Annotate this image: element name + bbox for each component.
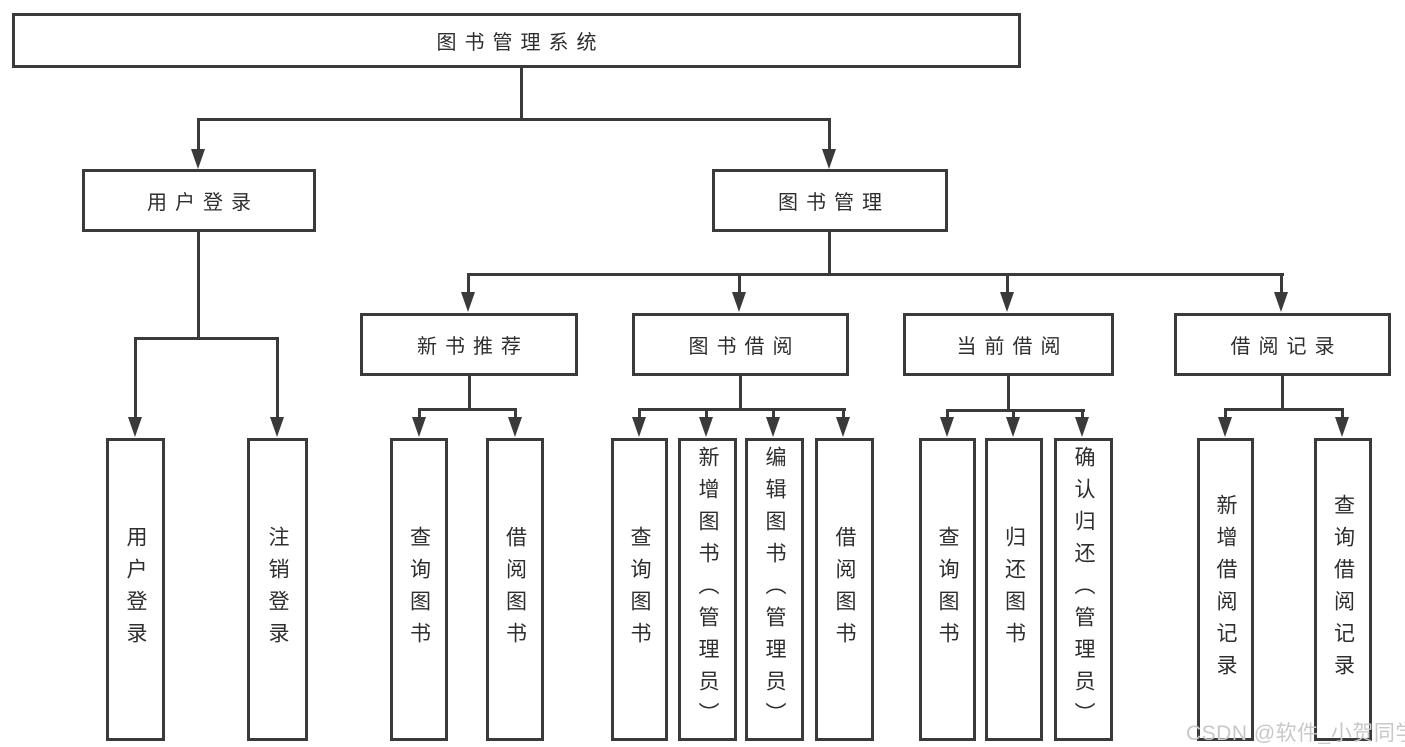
- arrow-down-icon: [1218, 417, 1232, 437]
- connector-borrow-bar: [638, 408, 846, 411]
- leaf-recommend-borrow-book: 借阅图书: [486, 438, 544, 741]
- connector-record-drop-1: [1224, 408, 1227, 420]
- leaf-recommend-borrow-book-label: 借阅图书: [503, 525, 527, 654]
- arrow-down-icon: [836, 417, 850, 437]
- connector-record-trunk: [1281, 376, 1284, 411]
- leaf-logout-label: 注销登录: [266, 525, 289, 654]
- node-borrow-record: 借阅记录: [1174, 313, 1391, 376]
- connector-record-drop-2: [1341, 408, 1344, 420]
- node-current-borrow-label: 当前借阅: [956, 336, 1069, 358]
- leaf-borrow-query-book-label: 查询图书: [628, 525, 651, 654]
- leaf-current-query-book-label: 查询图书: [936, 525, 959, 654]
- leaf-return-book-label: 归还图书: [1002, 525, 1026, 654]
- connector-current-drop-2: [1012, 409, 1015, 420]
- connector-root-trunk: [520, 66, 523, 118]
- leaf-recommend-query-book: 查询图书: [390, 438, 448, 741]
- arrow-down-icon: [128, 417, 142, 437]
- node-library-system: 图书管理系统: [12, 13, 1021, 68]
- leaf-borrow-query-book: 查询图书: [611, 438, 668, 741]
- node-book-management-label: 图书管理: [778, 192, 890, 214]
- leaf-edit-book-admin: 编辑图书（管理员）: [745, 438, 804, 741]
- connector-borrow-drop-3: [772, 408, 775, 420]
- leaf-borrow-borrow-book: 借阅图书: [815, 438, 874, 741]
- connector-root-drop-left: [197, 118, 200, 152]
- leaf-edit-book-admin-label: 编辑图书（管理员）: [763, 445, 786, 734]
- arrow-down-icon: [461, 292, 475, 312]
- connector-root-bar: [197, 118, 831, 121]
- node-library-system-label: 图书管理系统: [436, 32, 605, 54]
- leaf-user-login-label: 用户登录: [124, 525, 147, 654]
- connector-recommend-bar: [418, 408, 517, 411]
- leaf-add-borrow-record-label: 新增借阅记录: [1214, 493, 1237, 686]
- connector-bookmgmt-drop-3: [1006, 273, 1009, 294]
- leaf-query-borrow-record: 查询借阅记录: [1314, 438, 1372, 741]
- connector-bookmgmt-trunk: [828, 232, 831, 276]
- arrow-down-icon: [1006, 417, 1020, 437]
- arrow-down-icon: [1335, 417, 1349, 437]
- node-book-management: 图书管理: [712, 169, 948, 232]
- arrow-down-icon: [822, 149, 836, 169]
- connector-recommend-drop-2: [514, 408, 517, 420]
- connector-userlogin-drop-1: [134, 337, 137, 419]
- leaf-logout: 注销登录: [247, 438, 308, 741]
- connector-record-bar: [1224, 408, 1344, 411]
- arrow-down-icon: [412, 417, 426, 437]
- arrow-down-icon: [766, 417, 780, 437]
- connector-userlogin-drop-2: [276, 337, 279, 419]
- arrow-down-icon: [191, 149, 205, 169]
- connector-borrow-drop-2: [705, 408, 708, 420]
- arrow-down-icon: [508, 417, 522, 437]
- connector-userlogin-bar: [134, 337, 279, 340]
- leaf-recommend-query-book-label: 查询图书: [407, 525, 431, 654]
- leaf-current-query-book: 查询图书: [919, 438, 976, 741]
- connector-bookmgmt-bar: [467, 273, 1284, 276]
- leaf-confirm-return-admin-label: 确认归还（管理员）: [1072, 445, 1095, 734]
- watermark-text: CSDN @软件_小贺同学: [1186, 722, 1405, 745]
- connector-bookmgmt-drop-1: [467, 273, 470, 294]
- connector-bookmgmt-drop-2: [738, 273, 741, 294]
- leaf-add-book-admin-label: 新增图书（管理员）: [696, 445, 719, 734]
- connector-borrow-trunk: [739, 376, 742, 411]
- arrow-down-icon: [1000, 292, 1014, 312]
- connector-current-drop-1: [946, 409, 949, 420]
- connector-current-drop-3: [1081, 409, 1084, 420]
- arrow-down-icon: [1274, 292, 1288, 312]
- leaf-confirm-return-admin: 确认归还（管理员）: [1054, 438, 1113, 741]
- node-new-book-recommend: 新书推荐: [360, 313, 578, 376]
- arrow-down-icon: [1075, 417, 1089, 437]
- connector-recommend-drop-1: [418, 408, 421, 420]
- leaf-query-borrow-record-label: 查询借阅记录: [1331, 493, 1355, 686]
- node-user-login: 用户登录: [82, 169, 316, 232]
- connector-current-trunk: [1007, 376, 1010, 412]
- node-new-book-recommend-label: 新书推荐: [417, 336, 529, 358]
- arrow-down-icon: [732, 292, 746, 312]
- connector-recommend-trunk: [468, 376, 471, 411]
- connector-bookmgmt-drop-4: [1280, 273, 1283, 294]
- node-borrow-record-label: 借阅记录: [1230, 336, 1343, 358]
- arrow-down-icon: [270, 417, 284, 437]
- leaf-return-book: 归还图书: [985, 438, 1043, 741]
- leaf-borrow-borrow-book-label: 借阅图书: [833, 525, 856, 654]
- arrow-down-icon: [699, 417, 713, 437]
- connector-userlogin-trunk: [197, 232, 200, 340]
- node-user-login-label: 用户登录: [147, 192, 259, 214]
- node-book-borrow-label: 图书借阅: [688, 336, 801, 358]
- arrow-down-icon: [940, 417, 954, 437]
- node-book-borrow: 图书借阅: [632, 313, 849, 376]
- arrow-down-icon: [632, 417, 646, 437]
- leaf-add-book-admin: 新增图书（管理员）: [678, 438, 737, 741]
- connector-borrow-drop-4: [842, 408, 845, 420]
- node-current-borrow: 当前借阅: [903, 313, 1114, 376]
- connector-current-bar: [946, 409, 1085, 412]
- connector-borrow-drop-1: [638, 408, 641, 420]
- leaf-user-login: 用户登录: [106, 438, 165, 741]
- connector-root-drop-right: [828, 118, 831, 152]
- leaf-add-borrow-record: 新增借阅记录: [1197, 438, 1254, 741]
